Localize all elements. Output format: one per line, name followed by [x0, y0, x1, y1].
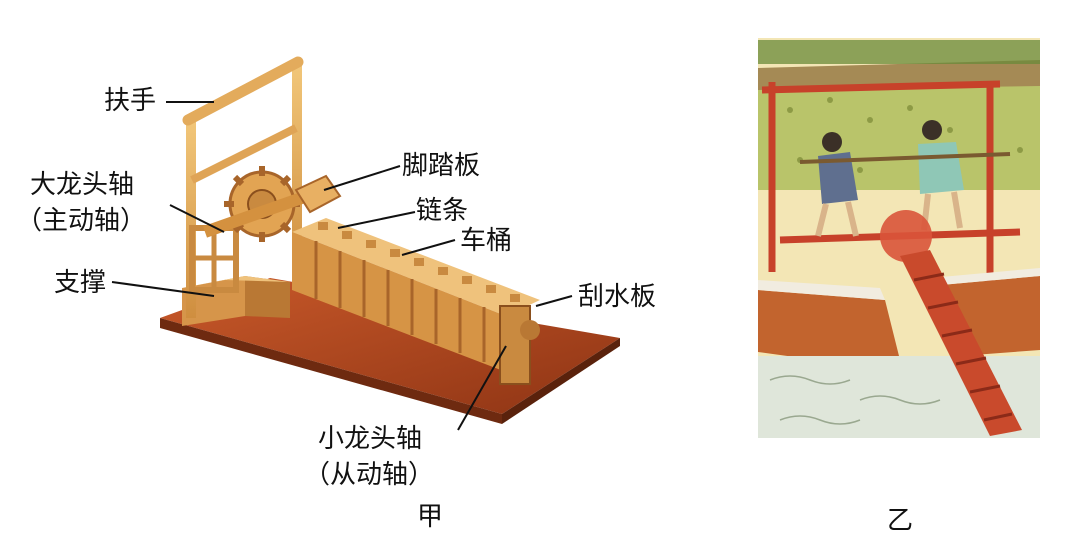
- chain-pump-model: [160, 56, 620, 424]
- trough-slats: [314, 241, 486, 362]
- base-board-edge-right: [502, 338, 620, 424]
- painting: [758, 38, 1040, 438]
- label-chain: 链条: [416, 196, 469, 226]
- trough-top: [292, 218, 540, 316]
- worker-left: [815, 132, 859, 237]
- base-board-edge: [160, 318, 502, 424]
- trough-side: [292, 232, 506, 372]
- frame-crossbar: [190, 124, 298, 184]
- caption-yi: 乙: [887, 506, 914, 536]
- small-shaft-end: [499, 305, 531, 385]
- earth-bank: [758, 290, 900, 366]
- frame-post-right: [292, 62, 302, 277]
- label-paddle: 刮水板: [578, 282, 657, 312]
- handle-bar: [182, 56, 304, 126]
- painting-grass: [758, 80, 1040, 190]
- label-pedal: 脚踏板: [402, 151, 481, 181]
- label-trough: 车桶: [460, 226, 513, 256]
- label-small-shaft-line1: 小龙头轴: [318, 424, 423, 454]
- label-handle: 扶手: [104, 86, 157, 116]
- label-big-shaft-line1: 大龙头轴: [30, 170, 135, 200]
- painting-trough: [900, 250, 1022, 436]
- label-big-shaft-line2: （主动轴）: [16, 206, 147, 236]
- caption-jia: 甲: [417, 502, 444, 532]
- chain-teeth: [318, 222, 520, 302]
- frame-post-left: [186, 118, 196, 318]
- leader-lines: [111, 101, 573, 431]
- painting-gear: [880, 210, 932, 262]
- label-small-shaft-line2: （从动轴）: [304, 460, 435, 490]
- label-support: 支撑: [54, 268, 107, 298]
- pedal-block: [294, 174, 342, 214]
